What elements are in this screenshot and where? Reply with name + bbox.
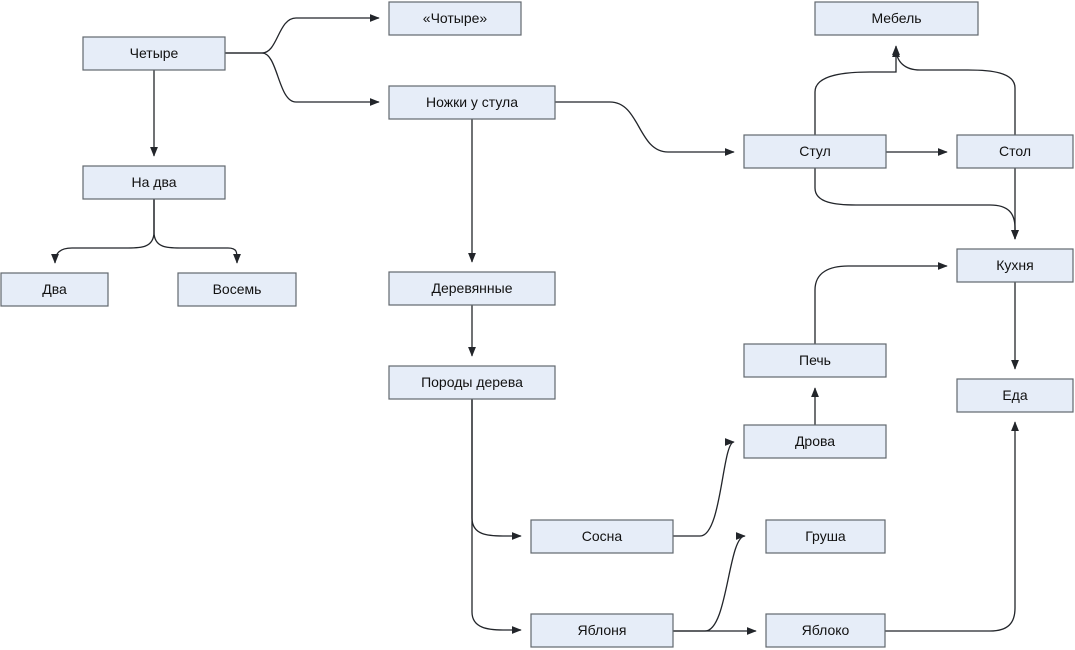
node-box-chotyre_quoted[interactable]: [388, 1, 522, 36]
node-derevyannye[interactable]: Деревянные: [388, 271, 556, 306]
node-box-vosem[interactable]: [177, 272, 297, 307]
node-chotyre_quoted[interactable]: «Чотыре»: [388, 1, 522, 36]
edge-na_dva-to-vosem: [153, 199, 242, 264]
node-box-stol[interactable]: [956, 134, 1074, 169]
edge-porody-to-yablonya: [471, 399, 522, 634]
node-box-chetyre[interactable]: [82, 36, 226, 71]
node-stol[interactable]: Стол: [956, 134, 1074, 169]
edge-yablonya-to-grusha: [673, 532, 746, 632]
edge-stol-to-mebel: [892, 47, 1016, 135]
edge-pech-to-kuhnya: [814, 262, 948, 344]
node-sosna[interactable]: Сосна: [530, 519, 674, 554]
node-eda[interactable]: Еда: [956, 378, 1074, 413]
edge-yabloko-to-eda: [885, 421, 1019, 632]
node-box-eda[interactable]: [956, 378, 1074, 413]
node-box-nozhki[interactable]: [388, 85, 556, 120]
edges-layer: [51, 14, 1019, 635]
edge-na_dva-to-dva: [51, 199, 155, 264]
node-box-yablonya[interactable]: [530, 613, 674, 648]
edge-porody-to-sosna: [471, 399, 522, 540]
node-vosem[interactable]: Восемь: [177, 272, 297, 307]
node-chetyre[interactable]: Четыре: [82, 36, 226, 71]
edge-nozhki-to-stul: [555, 101, 735, 156]
edge-stul-to-kuhnya: [814, 168, 1019, 240]
node-kuhnya[interactable]: Кухня: [956, 248, 1074, 283]
node-box-na_dva[interactable]: [82, 165, 226, 200]
edge-stul-to-mebel: [814, 45, 900, 135]
node-box-pech[interactable]: [743, 343, 887, 378]
node-grusha[interactable]: Груша: [765, 519, 886, 554]
edge-chetyre-to-chotyre_quoted: [225, 14, 380, 54]
node-box-mebel[interactable]: [814, 1, 979, 36]
node-box-yabloko[interactable]: [765, 613, 886, 648]
node-yablonya[interactable]: Яблоня: [530, 613, 674, 648]
node-na_dva[interactable]: На два: [82, 165, 226, 200]
node-box-derevyannye[interactable]: [388, 271, 556, 306]
node-nozhki[interactable]: Ножки у стула: [388, 85, 556, 120]
node-yabloko[interactable]: Яблоко: [765, 613, 886, 648]
node-pech[interactable]: Печь: [743, 343, 887, 378]
edge-sosna-to-drova: [673, 438, 735, 537]
node-drova[interactable]: Дрова: [743, 424, 887, 459]
node-mebel[interactable]: Мебель: [814, 1, 979, 36]
node-box-porody[interactable]: [388, 365, 556, 400]
node-box-dva[interactable]: [0, 272, 109, 307]
node-box-stul[interactable]: [743, 134, 887, 169]
node-box-drova[interactable]: [743, 424, 887, 459]
node-box-kuhnya[interactable]: [956, 248, 1074, 283]
node-stul[interactable]: Стул: [743, 134, 887, 169]
node-dva[interactable]: Два: [0, 272, 109, 307]
edge-chetyre-to-nozhki: [225, 52, 380, 106]
node-box-grusha[interactable]: [765, 519, 886, 554]
node-porody[interactable]: Породы дерева: [388, 365, 556, 400]
node-box-sosna[interactable]: [530, 519, 674, 554]
